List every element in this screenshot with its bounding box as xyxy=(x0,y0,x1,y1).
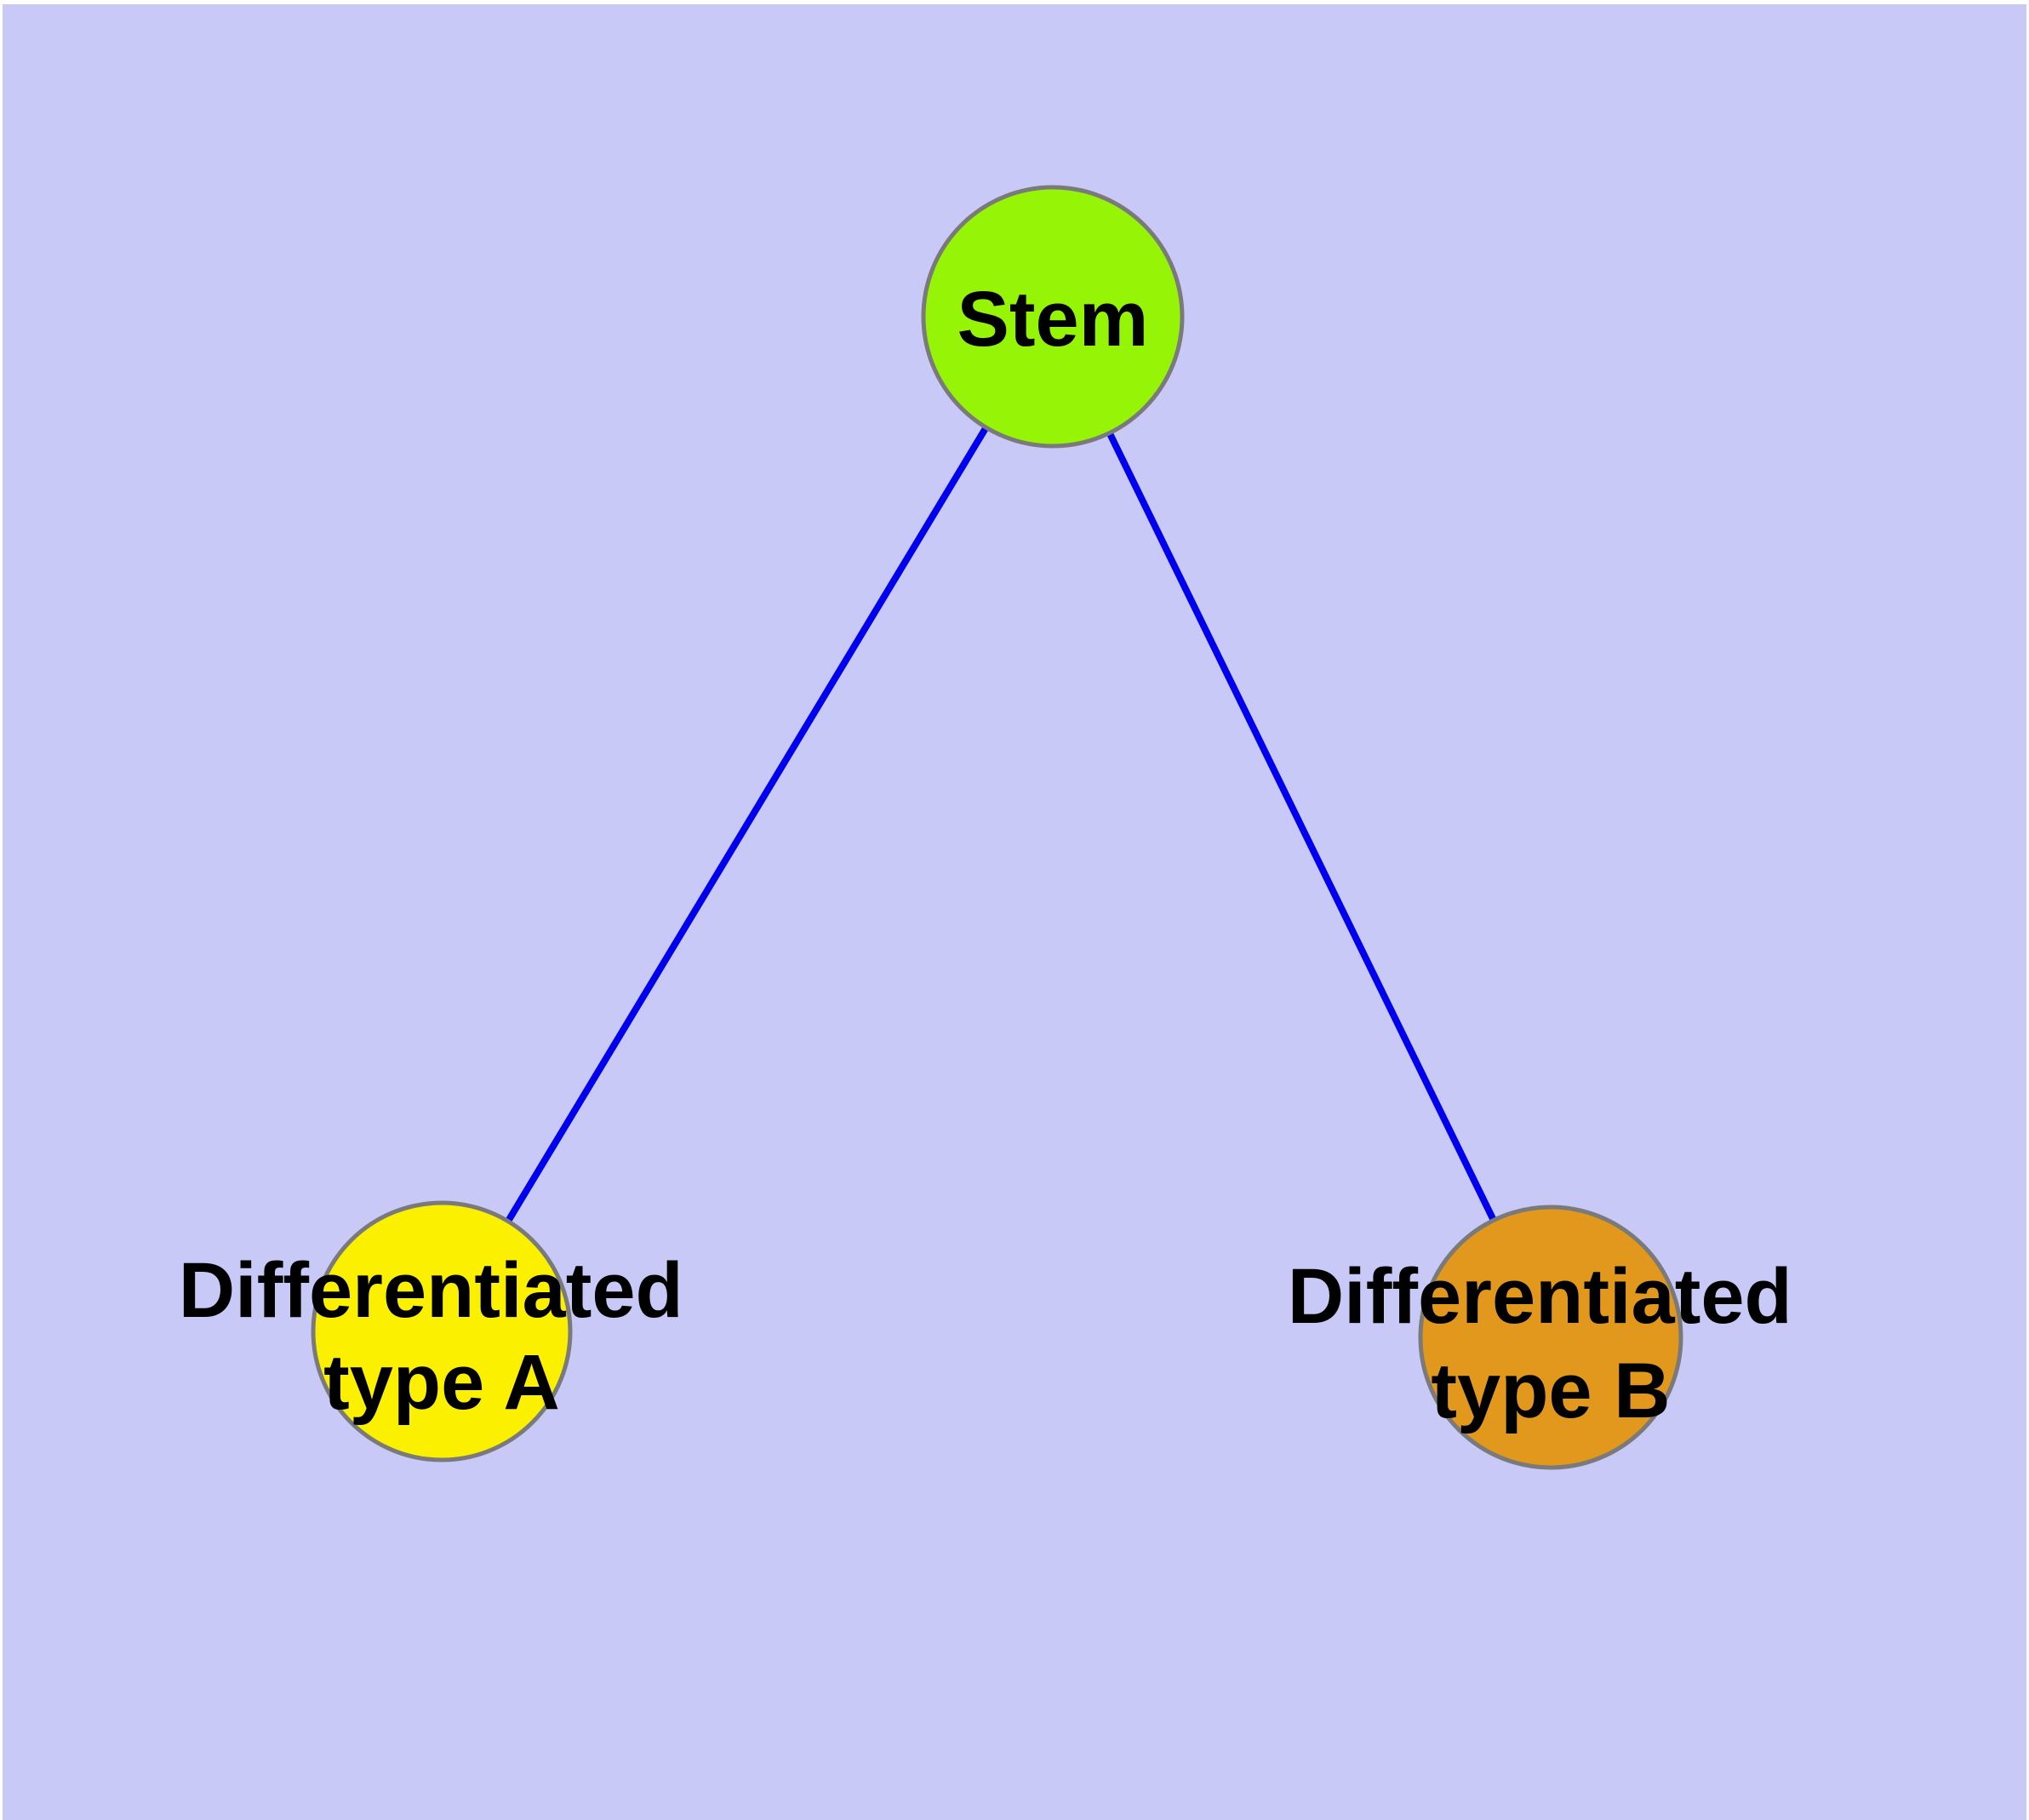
edge-stem-to-type-a xyxy=(438,314,1056,1334)
edge-stem-to-type-b xyxy=(1049,315,1554,1339)
node-type-a-label-line2: type A xyxy=(323,1339,560,1426)
node-stem-label: Stem xyxy=(957,276,1149,363)
node-stem xyxy=(921,185,1185,449)
node-type-b-label-line1: Differentiated xyxy=(1288,1253,1792,1340)
node-differentiated-type-b xyxy=(1418,1205,1683,1470)
node-type-b-label: Differentiated type B xyxy=(1288,1253,1815,1434)
node-type-a-label: Differentiated type A xyxy=(179,1247,706,1426)
node-type-b-label-line2: type B xyxy=(1431,1348,1670,1434)
node-differentiated-type-a xyxy=(311,1200,573,1462)
node-type-a-label-line1: Differentiated xyxy=(179,1247,683,1334)
